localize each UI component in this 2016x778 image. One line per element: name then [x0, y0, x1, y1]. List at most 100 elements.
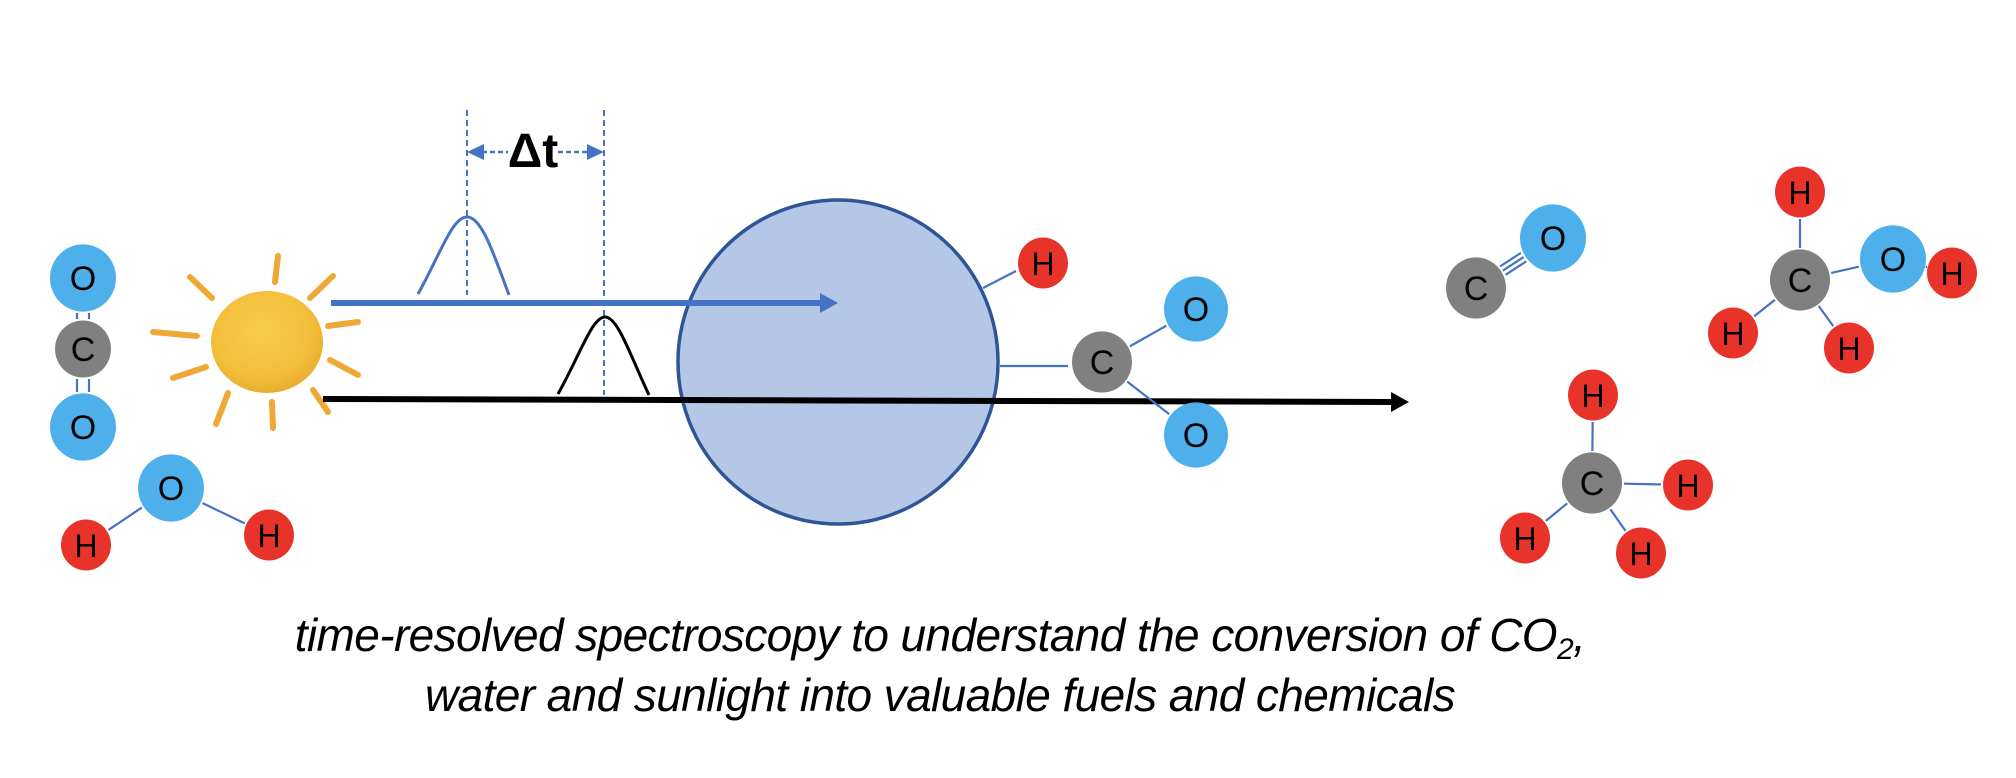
bond [107, 506, 143, 531]
atom-sphere [1072, 331, 1132, 393]
atom-o: O [50, 393, 116, 461]
atom-symbol: O [70, 260, 96, 298]
caption-subscript: 2 [1557, 633, 1574, 666]
atom-symbol: H [1629, 536, 1652, 572]
sun-ray [310, 387, 331, 415]
atom-symbol: O [158, 470, 184, 508]
bond [202, 502, 246, 525]
bond [1545, 502, 1568, 522]
atom-sphere [50, 244, 116, 312]
atom-h: H [1568, 369, 1618, 421]
bond [1504, 260, 1527, 276]
atom-sphere [1164, 402, 1228, 468]
atom-symbol: O [1540, 220, 1566, 258]
atom-sphere [1562, 452, 1622, 514]
atom-sphere [55, 320, 111, 378]
sun-ray [269, 399, 276, 431]
atom-symbol: O [1183, 291, 1209, 329]
caption-line-1: time-resolved spectroscopy to understand… [0, 608, 1880, 665]
atom-symbol: H [1513, 521, 1536, 557]
adsorbed-hydrogen: H [1018, 237, 1068, 289]
atom-symbol: H [1676, 468, 1699, 504]
atom-h: H [1775, 166, 1825, 218]
bonds [75, 219, 1928, 532]
bond [1623, 482, 1662, 486]
atom-c: C [1446, 257, 1506, 319]
delay-arrow-right-head [587, 144, 604, 160]
delay-label: Δt [508, 125, 559, 178]
bond [1830, 265, 1860, 275]
atom-sphere [1824, 322, 1874, 374]
atom-sphere [1500, 512, 1550, 564]
sun-ray [187, 274, 215, 301]
co2-reactant: OCO [50, 244, 116, 461]
atom-symbol: H [1940, 256, 1963, 292]
methanol-product-bonds [1753, 219, 1928, 327]
atom-symbol: H [1581, 378, 1604, 414]
atom-o: O [138, 454, 204, 522]
atom-symbol: H [257, 518, 280, 554]
atom-sphere [1708, 307, 1758, 359]
atom-sphere [1775, 166, 1825, 218]
caption-line-2: water and sunlight into valuable fuels a… [425, 669, 1456, 721]
atom-o: O [50, 244, 116, 312]
pump-beam-arrowhead [820, 293, 838, 313]
atom-sphere [1446, 257, 1506, 319]
atom-sphere [138, 454, 204, 522]
atom-sphere [1860, 225, 1926, 293]
carbon-monoxide-product-bonds [1499, 251, 1527, 276]
atom-symbol: H [1721, 316, 1744, 352]
co2-reactant-bonds [75, 313, 91, 392]
bond [1126, 380, 1170, 416]
caption-line-1-tail: , [1573, 609, 1586, 661]
atom-h: H [1708, 307, 1758, 359]
atom-c: C [1562, 452, 1622, 514]
sun-ray [170, 364, 209, 381]
atom-o: O [1860, 225, 1926, 293]
atom-symbol: H [1837, 331, 1860, 367]
adsorbed-co2-bonds [1000, 324, 1170, 416]
bond [1817, 305, 1835, 327]
delay-arrow-left-head [467, 144, 484, 160]
atom-h: H [1500, 512, 1550, 564]
atom-c: C [1770, 249, 1830, 311]
atom-symbol: O [1183, 417, 1209, 455]
atom-o: O [1164, 402, 1228, 468]
atom-h: H [1018, 237, 1068, 289]
water-reactant-bonds [107, 502, 246, 531]
probe-beam [322, 396, 1394, 405]
sun-ray [272, 253, 281, 285]
probe-beam-arrowhead [1391, 392, 1409, 412]
atom-symbol: H [1788, 175, 1811, 211]
atom-symbol: C [1090, 344, 1115, 382]
atom-c: C [55, 320, 111, 378]
sun-ray [213, 390, 231, 427]
atom-h: H [244, 509, 294, 561]
delay-guides: Δt [466, 110, 605, 395]
sun-ray [325, 319, 361, 329]
atom-o: O [1520, 204, 1586, 272]
bond [1129, 324, 1167, 348]
atom-sphere [244, 509, 294, 561]
sun-disc [211, 291, 323, 393]
atom-symbol: O [70, 409, 96, 447]
sun-ray [150, 329, 200, 339]
atom-symbol: C [1580, 465, 1605, 503]
adsorbed-hydrogen-bonds [982, 270, 1017, 289]
adsorbed-co2: C O O [1072, 276, 1228, 468]
bond [1609, 508, 1627, 532]
sun-icon [150, 253, 361, 431]
atom-sphere [1770, 249, 1830, 311]
atom-sphere [1164, 276, 1228, 342]
sun-rays [150, 253, 361, 431]
methane-product-bonds [1545, 421, 1662, 532]
atom-c: C [1072, 331, 1132, 393]
caption-line-1-text: time-resolved spectroscopy to understand… [294, 609, 1558, 661]
atom-sphere [1568, 369, 1618, 421]
catalyst-particle [676, 198, 1000, 526]
atom-symbol: H [1031, 246, 1054, 282]
